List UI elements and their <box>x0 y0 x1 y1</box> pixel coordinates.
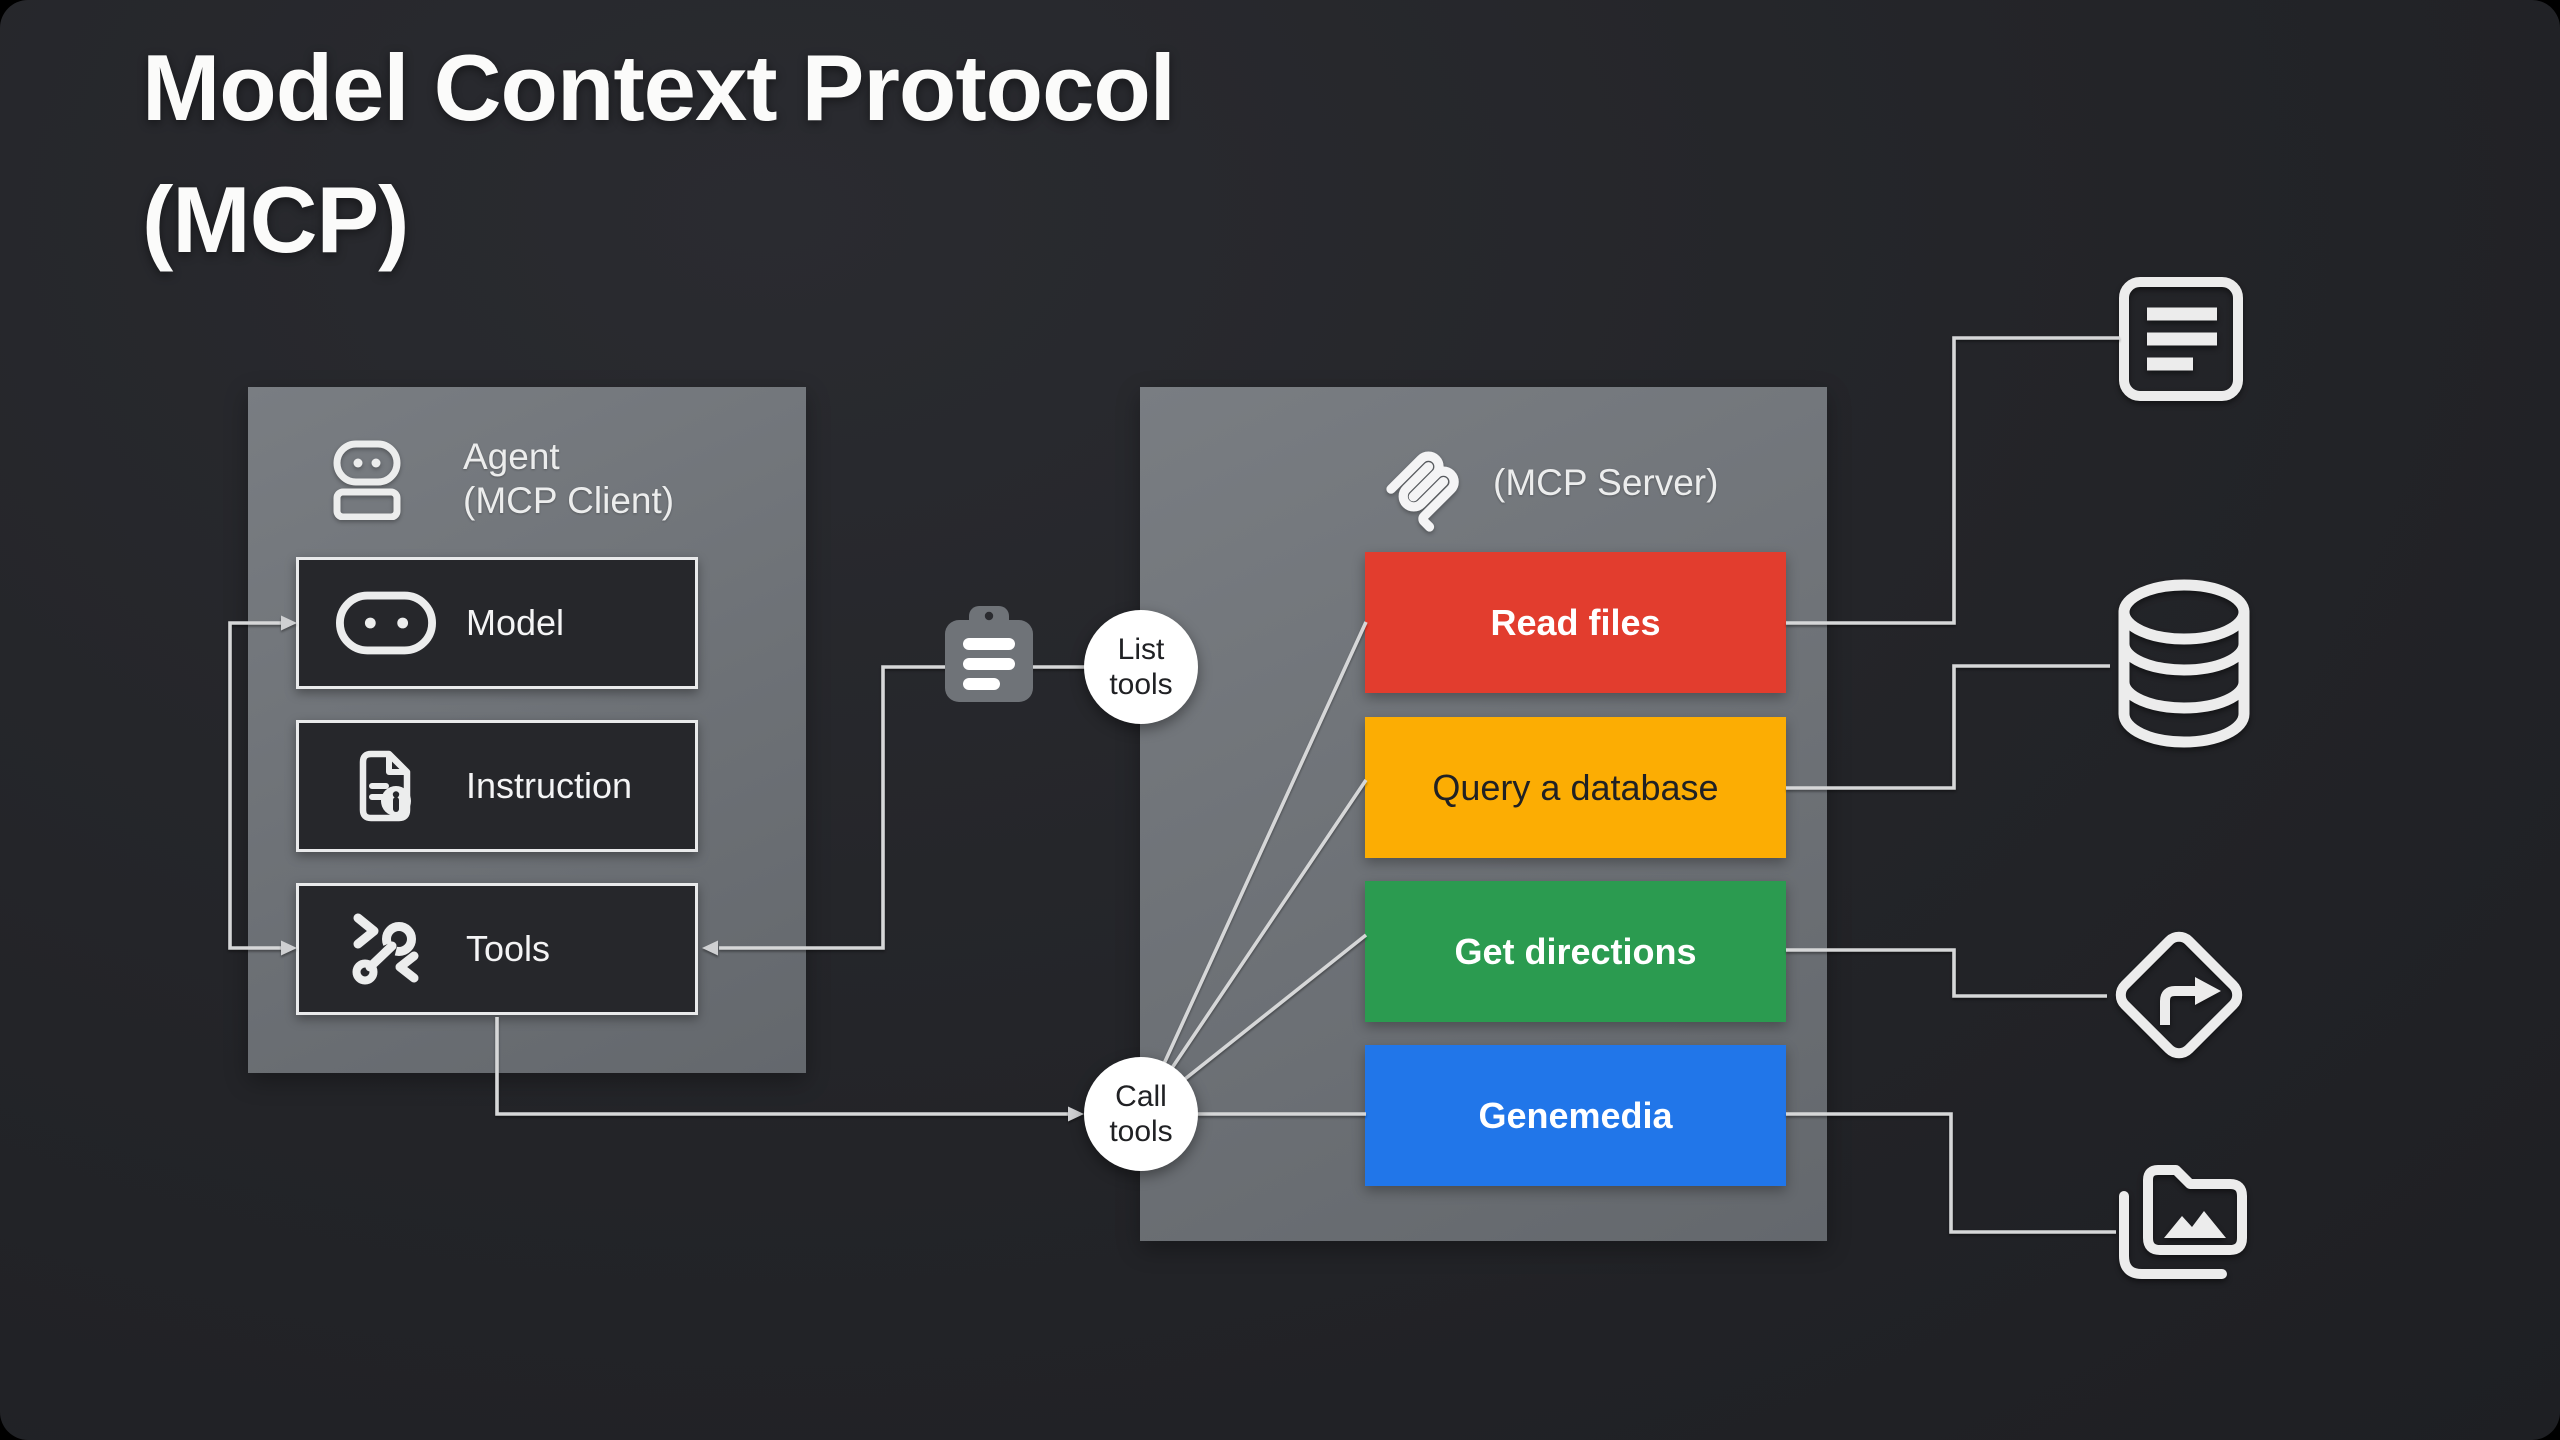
agent-panel-title: Agent(MCP Client) <box>463 435 674 523</box>
database-icon <box>2118 579 2250 748</box>
tool-card-genemedia: Genemedia <box>1365 1045 1786 1186</box>
tool-card-get-directions: Get directions <box>1365 881 1786 1022</box>
tool-card-read-files: Read files <box>1365 552 1786 693</box>
agent-component-instruction: Instruction <box>296 720 698 852</box>
tool-card-read-files-label: Read files <box>1490 601 1661 643</box>
mcp-logo-icon <box>1386 451 1459 532</box>
tool-card-query-database: Query a database <box>1365 717 1786 858</box>
robot-icon <box>333 440 401 520</box>
query-to-database-line <box>1786 664 2110 790</box>
directions-sign-icon <box>2115 931 2243 1059</box>
media-folder-icon <box>2119 1165 2247 1279</box>
title-line1: Model Context Protocol <box>142 35 1176 140</box>
model-label: Model <box>466 602 565 643</box>
agent-title-line1: Agent <box>463 436 560 477</box>
title-line2: (MCP) <box>142 167 409 272</box>
instruction-document-icon <box>336 750 436 822</box>
mcp-server-panel: (MCP Server) Read files Query a database… <box>1140 387 1827 1241</box>
tool-card-get-directions-label: Get directions <box>1454 930 1697 972</box>
instruction-label: Instruction <box>466 765 633 806</box>
list-tools-node: List tools <box>1084 610 1198 724</box>
document-lines-icon <box>2119 277 2243 401</box>
list-tools-label-line2: tools <box>1109 668 1173 701</box>
agent-component-model: Model <box>296 557 698 689</box>
call-tools-node: Call tools <box>1084 1057 1198 1171</box>
call-tools-label-line1: Call <box>1115 1080 1167 1113</box>
agent-component-tools: Tools <box>296 883 698 1015</box>
clipboard-list-icon <box>945 606 1033 702</box>
genemedia-to-media-line <box>1786 1112 2116 1234</box>
tool-card-genemedia-label: Genemedia <box>1478 1094 1673 1136</box>
call-tools-label-line2: tools <box>1109 1115 1173 1148</box>
agent-client-panel: Agent(MCP Client) Model <box>248 387 806 1073</box>
read-files-to-document-line <box>1786 336 2120 625</box>
tools-label: Tools <box>466 928 551 969</box>
model-capsule-icon <box>336 591 436 655</box>
list-tools-label-line1: List <box>1117 633 1165 666</box>
agent-title-line2: (MCP Client) <box>463 480 675 521</box>
tools-wrench-icon <box>336 912 436 986</box>
directions-to-sign-line <box>1786 948 2107 998</box>
page-title: Model Context Protocol (MCP) <box>142 22 1176 286</box>
tool-card-query-database-label: Query a database <box>1432 766 1719 808</box>
arrowhead-into-call-tools <box>1068 1106 1084 1122</box>
server-panel-title: (MCP Server) <box>1493 462 1719 503</box>
